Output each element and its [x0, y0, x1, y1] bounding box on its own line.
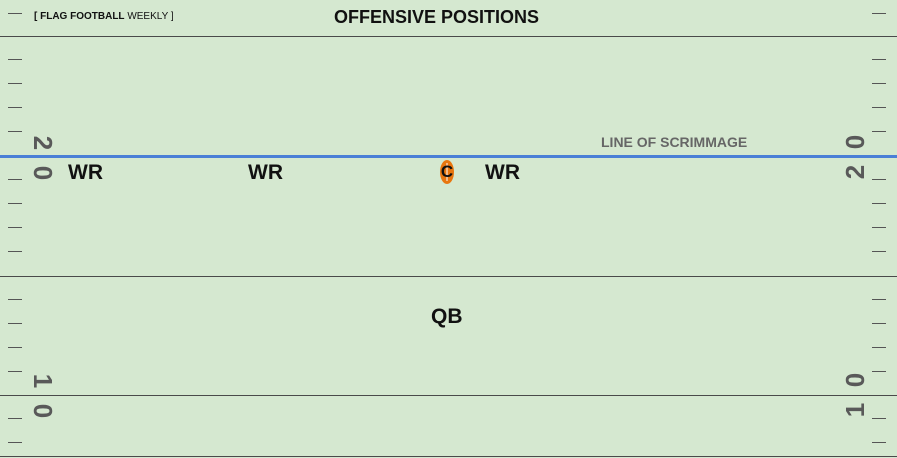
- yard-number-digit: 1: [840, 402, 870, 418]
- football-icon: [440, 160, 454, 184]
- hash-mark: [872, 323, 886, 324]
- hash-mark: [872, 13, 886, 14]
- brand-rest: WEEKLY ]: [124, 11, 174, 22]
- hash-mark: [872, 251, 886, 252]
- yard-number-digit: 2: [840, 164, 870, 180]
- hash-mark: [872, 347, 886, 348]
- hash-mark: [872, 442, 886, 443]
- yard-line: [0, 456, 897, 457]
- hash-mark: [8, 107, 22, 108]
- hash-mark: [872, 107, 886, 108]
- hash-mark: [8, 323, 22, 324]
- hash-mark: [8, 179, 22, 180]
- yard-number-digit: 0: [840, 372, 870, 388]
- line-of-scrimmage-label: LINE OF SCRIMMAGE: [601, 134, 748, 150]
- player-wr-left: WR: [68, 161, 103, 184]
- player-center-label: C: [440, 162, 454, 181]
- hash-mark: [872, 59, 886, 60]
- hash-mark: [8, 227, 22, 228]
- hash-mark: [8, 347, 22, 348]
- yard-line: [0, 276, 897, 277]
- hash-mark: [8, 13, 22, 14]
- yard-number-digit: 0: [840, 134, 870, 150]
- hash-mark: [8, 371, 22, 372]
- yard-line: [0, 36, 897, 37]
- yard-number-digit: 0: [28, 165, 58, 181]
- player-center: C: [436, 158, 458, 186]
- hash-mark: [872, 203, 886, 204]
- hash-mark: [872, 418, 886, 419]
- hash-mark: [8, 131, 22, 132]
- player-wr-right: WR: [485, 161, 520, 184]
- yard-line: [0, 395, 897, 396]
- hash-mark: [8, 203, 22, 204]
- hash-mark: [872, 371, 886, 372]
- hash-mark: [872, 131, 886, 132]
- hash-mark: [872, 179, 886, 180]
- line-of-scrimmage: [0, 155, 897, 158]
- hash-mark: [8, 442, 22, 443]
- hash-mark: [872, 83, 886, 84]
- yard-number-digit: 1: [28, 373, 58, 389]
- hash-mark: [8, 251, 22, 252]
- hash-mark: [8, 83, 22, 84]
- hash-mark: [872, 299, 886, 300]
- player-wr-slot: WR: [248, 161, 283, 184]
- hash-mark: [8, 418, 22, 419]
- yard-number-digit: 2: [28, 135, 58, 151]
- yard-number-digit: 0: [28, 403, 58, 419]
- hash-mark: [872, 227, 886, 228]
- page-title: OFFENSIVE POSITIONS: [334, 7, 540, 27]
- hash-mark: [8, 299, 22, 300]
- player-qb: QB: [431, 305, 463, 328]
- brand-bold: [ FLAG FOOTBALL: [34, 11, 125, 22]
- brand-label: [ FLAG FOOTBALL WEEKLY ]: [34, 11, 174, 22]
- hash-mark: [8, 59, 22, 60]
